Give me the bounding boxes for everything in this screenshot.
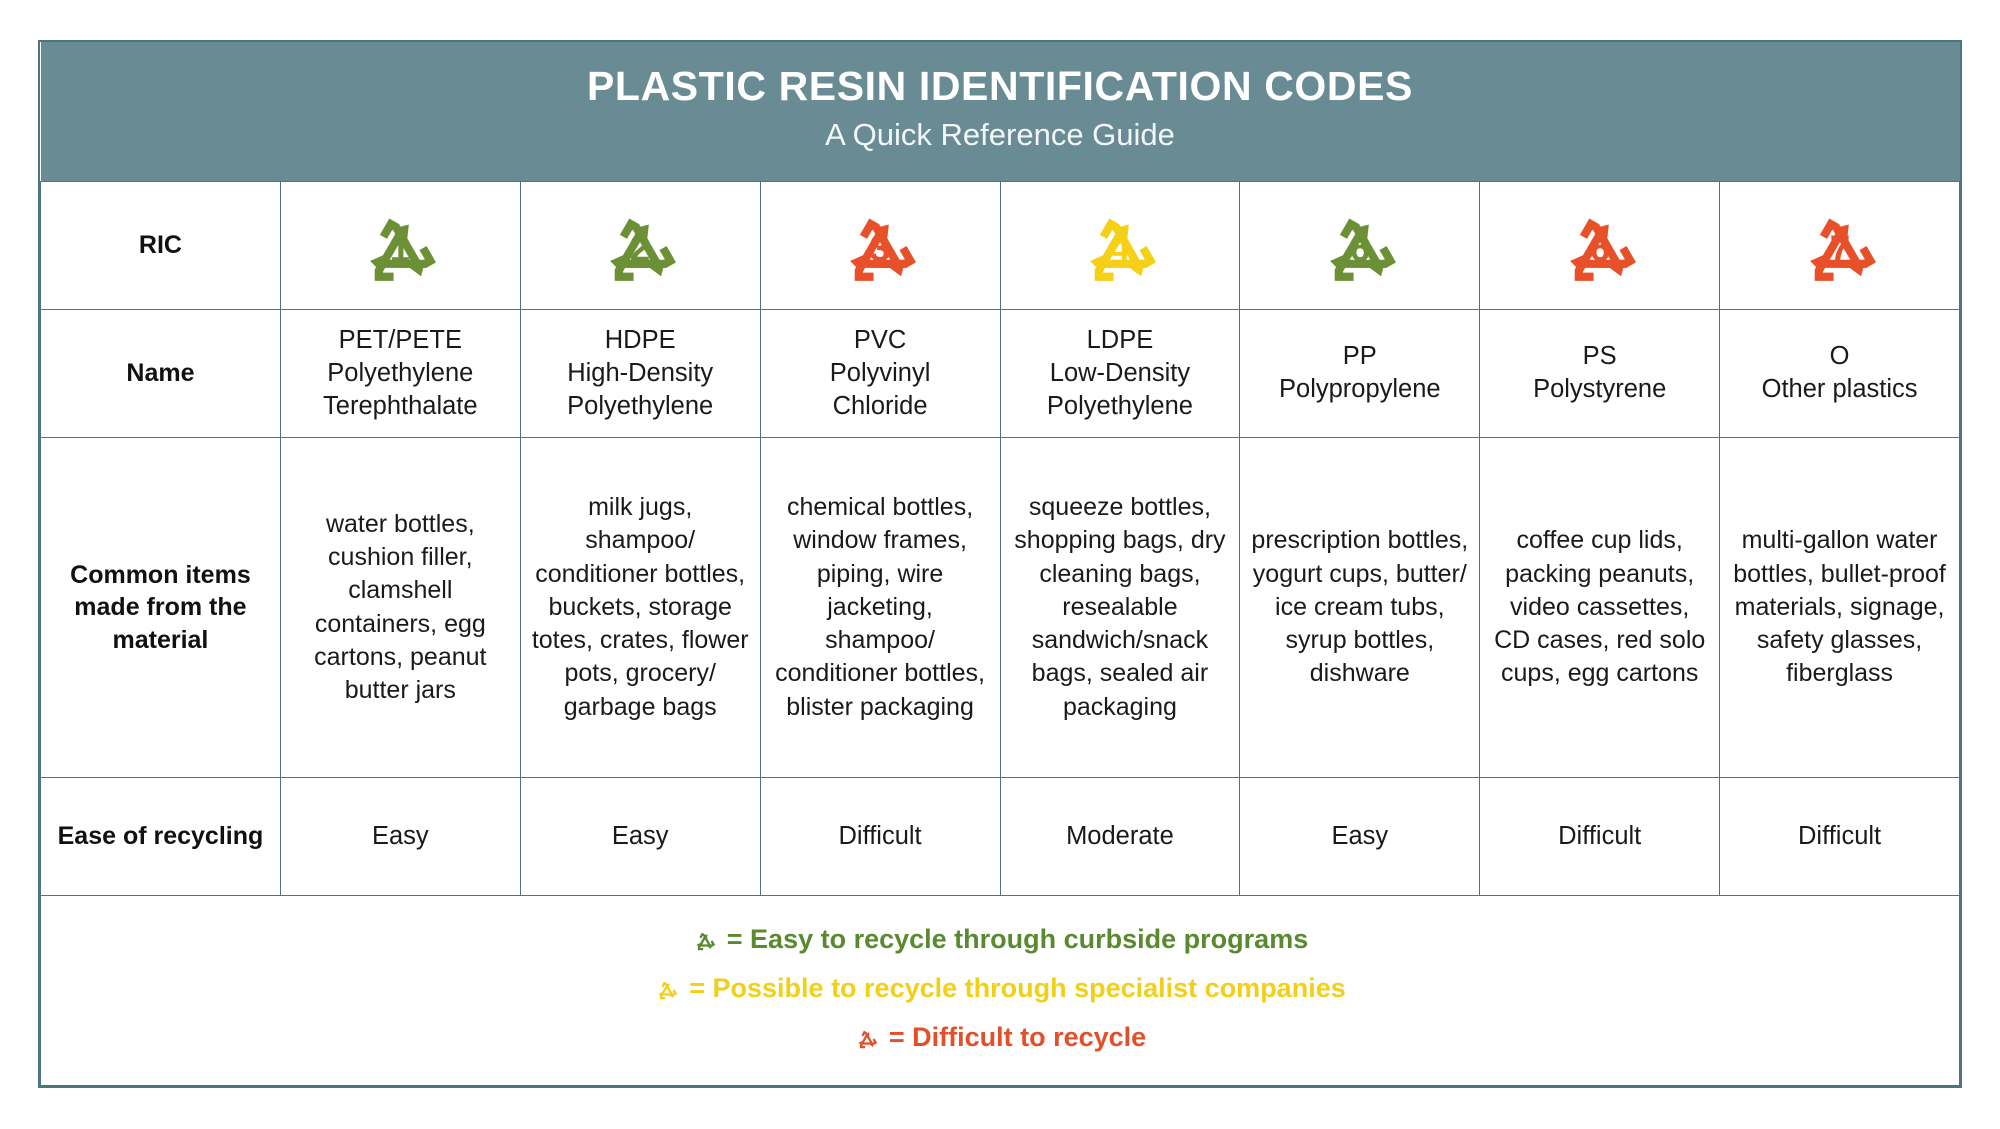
legend-label-easy: = Easy to recycle through curbside progr…	[726, 924, 1309, 955]
table-row-ease: Ease of recycling Easy Easy Difficult Mo…	[40, 777, 1960, 897]
table-row-common-items: Common items made from the material wate…	[40, 437, 1960, 779]
svg-text:6: 6	[1350, 228, 1370, 269]
recycling-symbol-3-icon: 3	[767, 202, 994, 287]
svg-text:3: 3	[870, 228, 890, 269]
recycling-symbol-1-icon: 1	[287, 202, 514, 287]
items-cell-6: coffee cup lids, packing peanuts, video …	[1479, 437, 1721, 779]
row-label-common-items: Common items made from the material	[40, 437, 281, 779]
legend-item-possible: = Possible to recycle through specialist…	[51, 975, 1949, 1002]
table-header-banner-row: PLASTIC RESIN IDENTIFICATION CODES A Qui…	[40, 42, 1960, 182]
table-row-legend: = Easy to recycle through curbside progr…	[40, 895, 1960, 1087]
recycling-symbol-2-icon: 2	[527, 202, 754, 287]
items-cell-5: prescription bottles, yogurt cups, butte…	[1239, 437, 1481, 779]
ric-table-container: PLASTIC RESIN IDENTIFICATION CODES A Qui…	[38, 40, 1962, 1089]
ease-cell-1: Easy	[279, 777, 521, 897]
recycling-triangle-red-icon	[854, 1026, 880, 1050]
svg-text:2: 2	[630, 228, 650, 269]
items-cell-7: multi-gallon water bottles, bullet-proof…	[1719, 437, 1960, 779]
legend-section: = Easy to recycle through curbside progr…	[40, 895, 1960, 1087]
legend-item-difficult: = Difficult to recycle	[51, 1024, 1949, 1051]
ric-table: PLASTIC RESIN IDENTIFICATION CODES A Qui…	[40, 42, 1960, 1087]
ric-cell-4: 4	[999, 180, 1241, 310]
svg-text:7: 7	[1829, 228, 1849, 269]
ric-cell-2: 2	[519, 180, 761, 310]
legend-label-possible: = Possible to recycle through specialist…	[689, 973, 1346, 1004]
recycling-symbol-4-icon: 4	[1007, 202, 1234, 287]
ease-cell-4: Moderate	[999, 777, 1241, 897]
page-subtitle: A Quick Reference Guide	[825, 116, 1175, 152]
ric-cell-7: 7	[1719, 180, 1960, 310]
recycling-symbol-7-icon: 7	[1726, 202, 1953, 287]
table-row-ric: RIC 1 2 3 4 6 6 7	[40, 180, 1960, 310]
ease-cell-3: Difficult	[759, 777, 1001, 897]
items-cell-2: milk jugs, shampoo/ conditioner bottles,…	[519, 437, 761, 779]
header-banner: PLASTIC RESIN IDENTIFICATION CODES A Qui…	[40, 42, 1960, 182]
ric-cell-5: 6	[1239, 180, 1481, 310]
ease-cell-7: Difficult	[1719, 777, 1960, 897]
ease-cell-2: Easy	[519, 777, 761, 897]
ease-cell-6: Difficult	[1479, 777, 1721, 897]
row-label-ric: RIC	[40, 180, 281, 310]
items-cell-4: squeeze bottles, shopping bags, dry clea…	[999, 437, 1241, 779]
recycling-triangle-yellow-icon	[654, 977, 680, 1001]
svg-text:6: 6	[1589, 228, 1609, 269]
ric-cell-3: 3	[759, 180, 1001, 310]
row-label-ease: Ease of recycling	[40, 777, 281, 897]
recycling-symbol-6-icon: 6	[1246, 202, 1473, 287]
legend-item-easy: = Easy to recycle through curbside progr…	[51, 926, 1949, 953]
svg-text:1: 1	[390, 228, 410, 269]
page-title: PLASTIC RESIN IDENTIFICATION CODES	[586, 63, 1413, 109]
legend-label-difficult: = Difficult to recycle	[888, 1022, 1147, 1053]
recycling-symbol-6-icon: 6	[1486, 202, 1713, 287]
items-cell-3: chemical bottles, window frames, piping,…	[759, 437, 1001, 779]
ric-cell-1: 1	[279, 180, 521, 310]
items-cell-1: water bottles, cushion filler, clamshell…	[279, 437, 521, 779]
svg-text:4: 4	[1110, 228, 1131, 269]
recycling-triangle-green-icon	[692, 928, 718, 952]
ease-cell-5: Easy	[1239, 777, 1481, 897]
row-label-name: Name	[40, 308, 281, 439]
ric-cell-6: 6	[1479, 180, 1721, 310]
